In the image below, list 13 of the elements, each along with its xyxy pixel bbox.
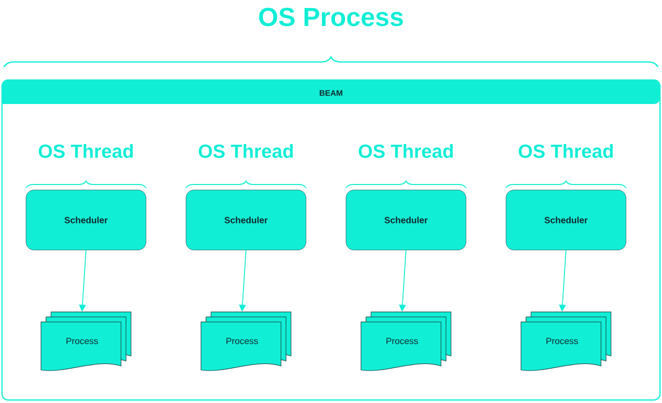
scheduler-box: Scheduler — [186, 190, 306, 250]
scheduler-box: Scheduler — [346, 190, 466, 250]
scheduler-box: Scheduler — [506, 190, 626, 250]
document-stack: Process — [520, 312, 612, 371]
title: OS Process — [259, 8, 403, 26]
document-stack: Process — [40, 312, 132, 371]
document-stack: Process — [360, 312, 452, 371]
heading: OS Thread — [358, 144, 453, 158]
heading: OS Thread — [518, 144, 613, 158]
scheduler-box: Scheduler — [26, 190, 146, 250]
document-stack: Process — [200, 312, 292, 371]
heading: OS Thread — [38, 144, 133, 158]
heading: OS Thread — [198, 144, 293, 158]
